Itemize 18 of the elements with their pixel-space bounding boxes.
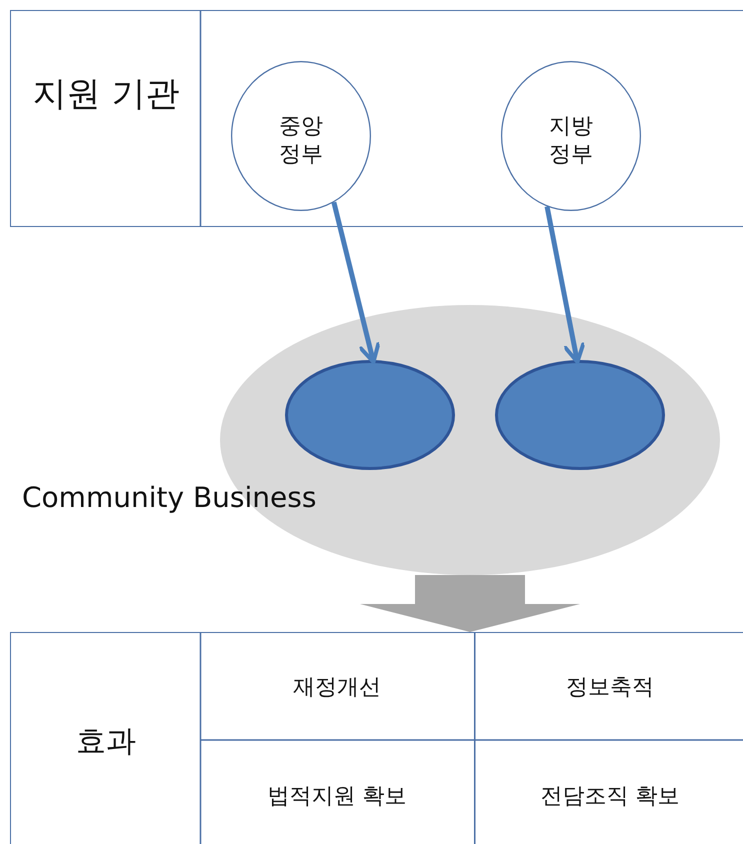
header-band (10, 10, 743, 227)
arrow (331, 202, 381, 364)
effect-item: 재정개선 (292, 674, 382, 702)
effect-item: 법적지원 확보 (266, 783, 408, 811)
row-heading: 효과 (75, 723, 137, 760)
group-title: Community Business (22, 480, 316, 515)
ellipse-node (285, 360, 455, 470)
ellipse-node (501, 61, 641, 211)
node-label: 지방 정부 (548, 113, 594, 168)
effect-item: 전담조직 확보 (540, 783, 680, 811)
ellipse-node (231, 61, 371, 211)
effect-item: 정보축적 (565, 674, 655, 702)
ellipse-node (495, 360, 665, 470)
row-heading: 지원 기관 (32, 73, 180, 116)
arrow (544, 206, 586, 364)
block-arrow (360, 575, 580, 632)
effects-table (10, 632, 743, 844)
node-label: 중앙 정부 (278, 113, 324, 168)
